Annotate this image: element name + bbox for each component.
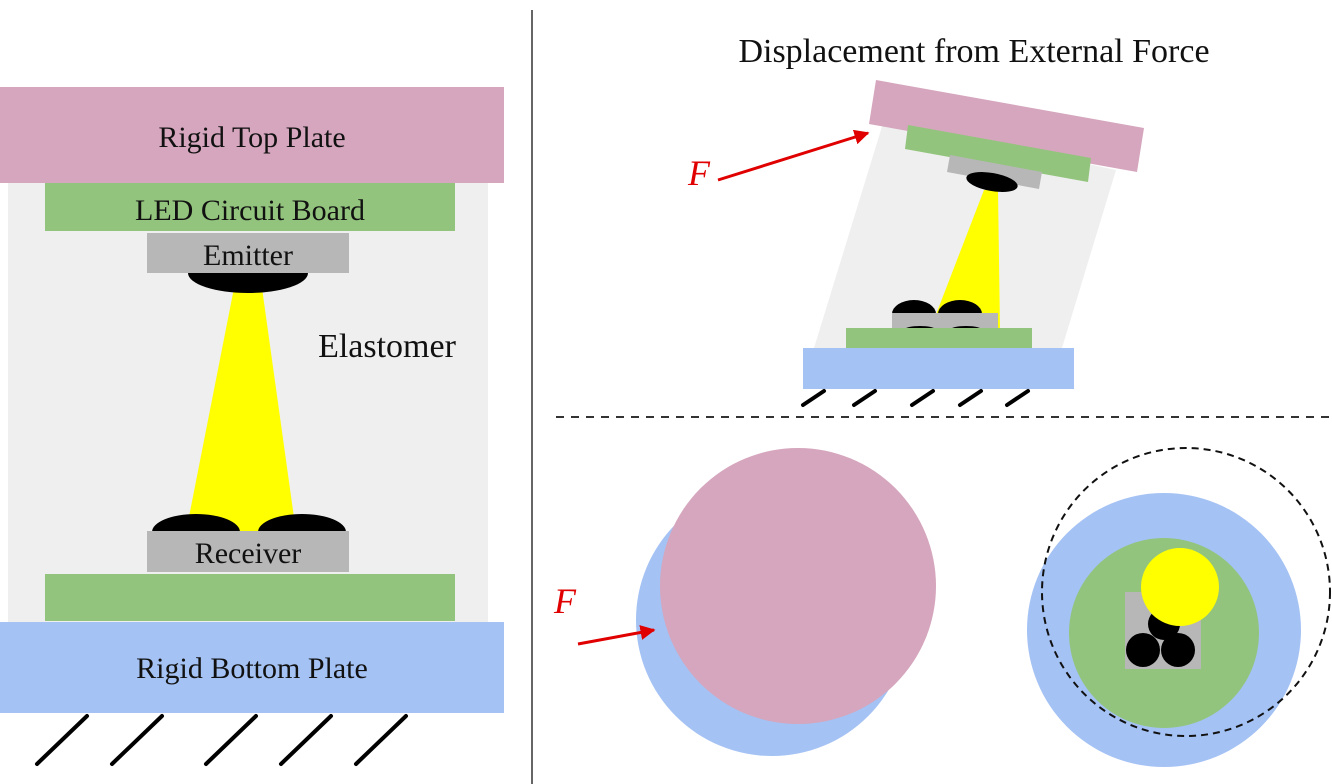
force-label-top: F xyxy=(553,581,577,621)
receiver xyxy=(147,531,349,572)
displaced-bottom-board xyxy=(846,328,1032,349)
force-arrow-top xyxy=(577,625,656,646)
top-plate-outline xyxy=(1041,447,1331,737)
top-view-top-plate xyxy=(660,448,936,724)
tilted-receiver-lens-right xyxy=(938,300,982,314)
receiver-lens-top-b xyxy=(1126,633,1160,667)
led-circuit-board-label: LED Circuit Board xyxy=(135,194,365,227)
receiver-lens-right xyxy=(258,514,346,532)
emitter xyxy=(147,233,349,273)
receiver-label: Receiver xyxy=(195,537,302,570)
displacement-title: Displacement from External Force xyxy=(738,33,1209,70)
tilted-top-plate xyxy=(869,80,1144,172)
receiver-lens-top-c xyxy=(1161,633,1195,667)
force-arrow-side xyxy=(717,129,870,182)
tilted-emitter-lens xyxy=(966,172,1018,192)
rigid-top-plate-label: Rigid Top Plate xyxy=(158,121,345,154)
emitter-label: Emitter xyxy=(203,239,293,272)
top-view-emitter-spot xyxy=(1141,548,1219,626)
tilted-emitter xyxy=(947,155,1042,189)
force-label-side: F xyxy=(687,153,711,193)
tilted-circuit-board xyxy=(905,125,1091,182)
ground-hatch-left xyxy=(35,714,408,766)
bottom-circuit-board xyxy=(45,574,455,621)
tilted-receiver xyxy=(892,313,998,330)
tilted-receiver-lens-left xyxy=(892,300,936,314)
emitter-lens xyxy=(188,273,308,293)
rigid-bottom-plate xyxy=(0,622,504,713)
top-view-internal-panel xyxy=(1027,447,1331,767)
rigid-bottom-plate-label: Rigid Bottom Plate xyxy=(136,652,368,685)
light-beam xyxy=(186,288,296,532)
elastomer-label: Elastomer xyxy=(318,328,457,365)
tilted-light-beam xyxy=(930,190,1000,330)
receiver-lens-left xyxy=(152,514,240,532)
displaced-bottom-plate xyxy=(803,348,1074,389)
led-circuit-board xyxy=(45,183,455,231)
side-view-panel: Rigid Top Plate LED Circuit Board Emitte… xyxy=(0,87,504,766)
displacement-side-panel: Displacement from External Force F xyxy=(687,33,1210,407)
rigid-top-plate xyxy=(0,87,504,183)
ground-hatch-right xyxy=(801,389,1030,407)
top-view-displaced-panel: F xyxy=(553,448,936,756)
